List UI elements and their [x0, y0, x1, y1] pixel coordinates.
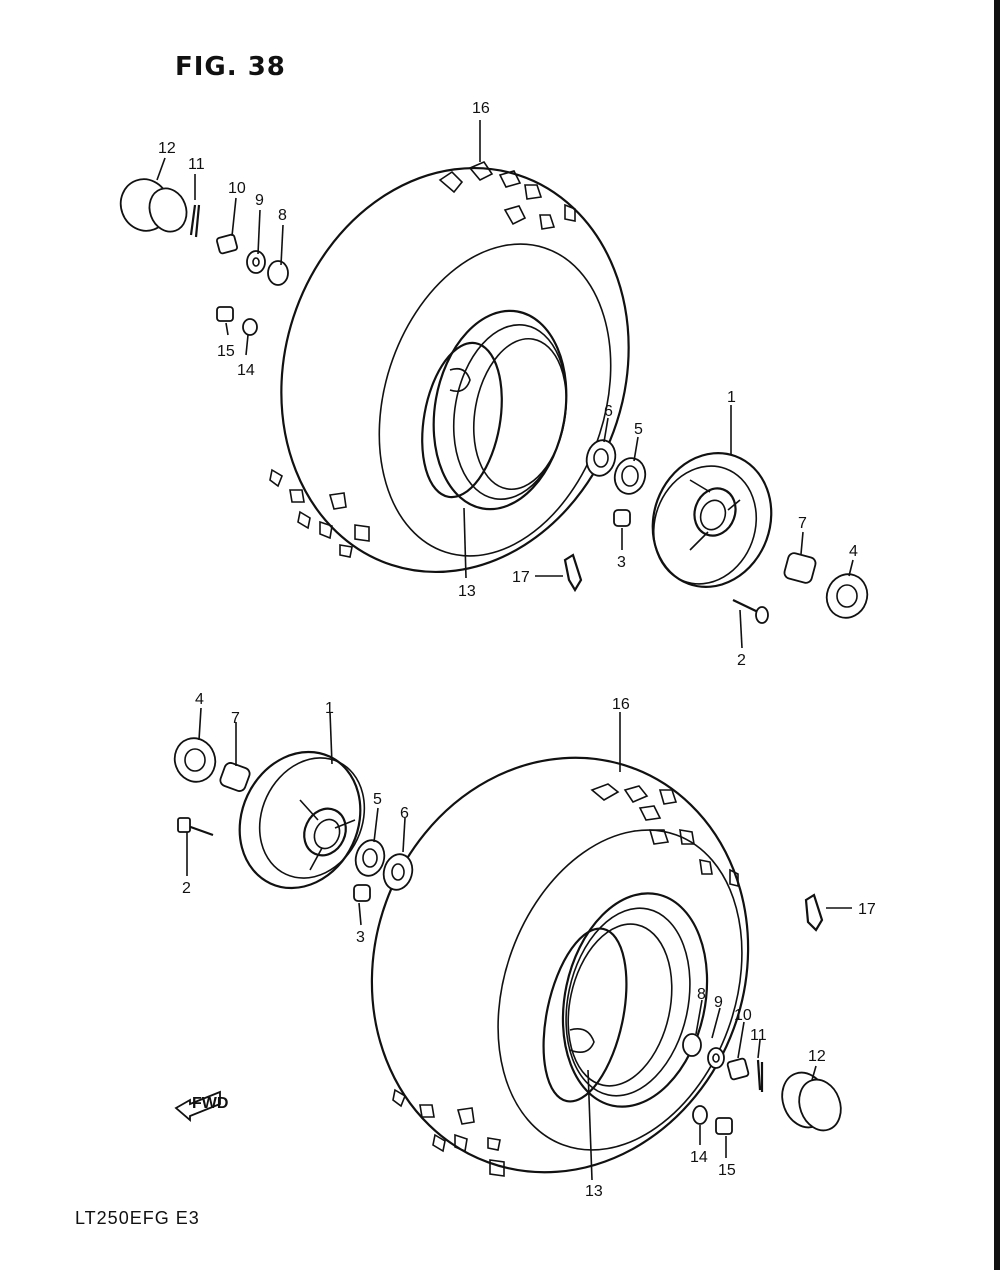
- callout-9: 9: [255, 192, 264, 209]
- callout-16: 16: [612, 696, 630, 713]
- lower-leader-lines: [186, 707, 852, 1181]
- callout-3: 3: [356, 929, 365, 946]
- callout-7: 7: [231, 710, 240, 727]
- callout-14: 14: [237, 362, 255, 379]
- upper-tire: [269, 161, 630, 574]
- callout-11: 11: [750, 1027, 767, 1044]
- callout-10: 10: [228, 180, 246, 197]
- upper-small-parts: [119, 178, 869, 624]
- callout-12: 12: [158, 140, 176, 157]
- callout-6: 6: [400, 805, 409, 822]
- callout-7: 7: [798, 515, 807, 532]
- fwd-arrow-icon: FWD: [174, 1090, 228, 1122]
- callout-12: 12: [808, 1048, 826, 1065]
- model-code: LT250EFG E3: [75, 1208, 200, 1228]
- callout-4: 4: [195, 691, 204, 708]
- upper-callouts: 16 12 11 10 9 8 15 14 6 5 1 3 13 17 7 4 …: [158, 100, 858, 669]
- callout-8: 8: [697, 986, 706, 1003]
- callout-5: 5: [634, 421, 643, 438]
- lower-rim: [542, 892, 709, 1108]
- upper-leader-lines: [156, 120, 854, 649]
- upper-brake-drum-hub: [651, 451, 773, 589]
- callout-1: 1: [727, 389, 736, 406]
- callout-13: 13: [458, 583, 476, 600]
- callout-8: 8: [278, 207, 287, 224]
- callout-15: 15: [217, 343, 235, 360]
- callout-2: 2: [182, 880, 191, 897]
- callout-9: 9: [714, 994, 723, 1011]
- callout-1: 1: [325, 700, 334, 717]
- callout-11: 11: [188, 156, 205, 173]
- callout-17: 17: [512, 569, 530, 586]
- figure-title: FIG. 38: [175, 52, 286, 82]
- callout-3: 3: [617, 554, 626, 571]
- callout-15: 15: [718, 1162, 736, 1179]
- lower-small-parts: [173, 737, 842, 1135]
- callout-16: 16: [472, 100, 490, 117]
- callout-17: 17: [858, 901, 876, 918]
- callout-6: 6: [604, 403, 613, 420]
- page-edge-bar: [994, 0, 1000, 1270]
- lower-tire: [370, 756, 750, 1177]
- upper-rim: [421, 309, 568, 511]
- lower-brake-drum-hub: [238, 750, 366, 890]
- fwd-label: FWD: [192, 1095, 228, 1112]
- callout-10: 10: [734, 1007, 752, 1024]
- lower-callouts: 4 7 1 16 5 6 2 3 17 8 9 10 11 12 14 15 1…: [182, 691, 876, 1200]
- callout-4: 4: [849, 543, 858, 560]
- callout-14: 14: [690, 1149, 708, 1166]
- callout-5: 5: [373, 791, 382, 808]
- callout-13: 13: [585, 1183, 603, 1200]
- callout-2: 2: [737, 652, 746, 669]
